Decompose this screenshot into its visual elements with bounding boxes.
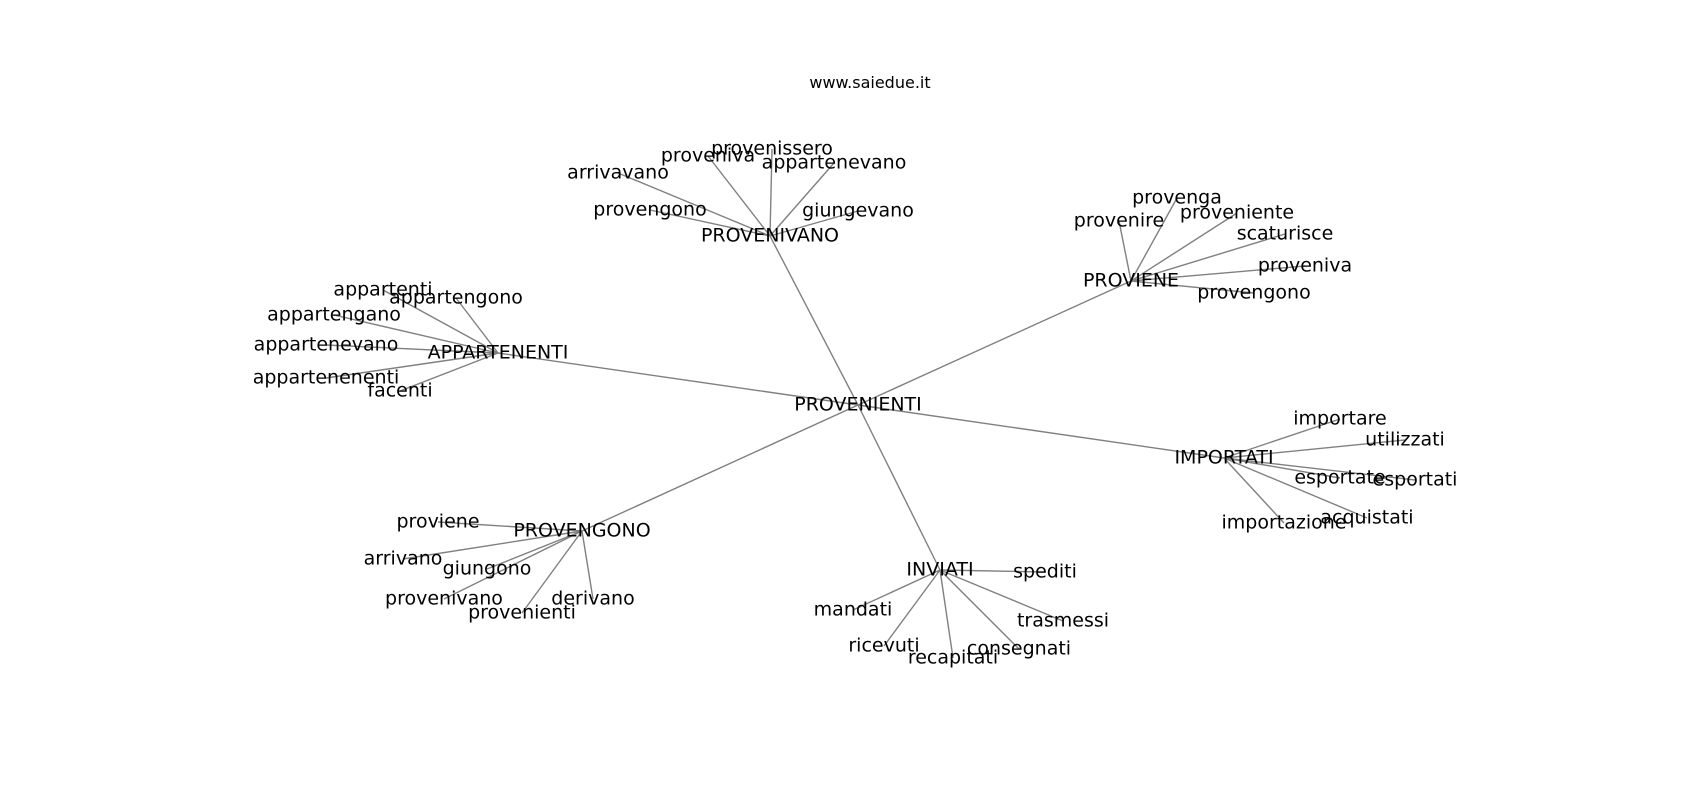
leaf-node-label: proveniva — [1258, 255, 1352, 277]
edge-hub-to-leaf — [1130, 265, 1306, 282]
edge-root-to-hub — [857, 404, 1225, 459]
leaf-node-label: trasmessi — [1017, 610, 1109, 632]
edge-root-to-hub — [769, 235, 859, 406]
leaf-node-label: provengono — [1197, 282, 1310, 304]
leaf-node-label: provenissero — [711, 138, 833, 160]
edge-hub-to-leaf — [581, 530, 594, 600]
edge-hub-to-leaf — [402, 530, 583, 560]
leaf-node-label: appartenevano — [762, 152, 907, 174]
edge-hub-to-leaf — [1223, 457, 1416, 481]
leaf-node-label: arrivavano — [567, 162, 669, 184]
edge-hub-to-leaf — [325, 344, 499, 354]
leaf-node-label: acquistati — [1320, 507, 1413, 529]
hub-node-label: PROVENGONO — [513, 520, 650, 542]
edge-hub-to-leaf — [883, 569, 941, 647]
edge-hub-to-leaf — [649, 209, 771, 237]
edge-hub-to-leaf — [769, 210, 859, 237]
edge-hub-to-leaf — [1223, 439, 1406, 459]
leaf-node-label: provengono — [593, 199, 706, 221]
edge-hub-to-leaf — [437, 521, 583, 532]
edge-root-to-hub — [497, 352, 859, 406]
edge-hub-to-leaf — [333, 314, 499, 354]
root-node-label: PROVENIENTI — [794, 394, 922, 416]
hub-node-label: PROVENIVANO — [701, 225, 839, 247]
leaf-node-label: giungevano — [802, 200, 914, 222]
leaf-node-label: appartenenenti — [253, 367, 400, 389]
leaf-node-label: esportati — [1373, 469, 1458, 491]
edge-hub-to-leaf — [1223, 457, 1285, 524]
edge-hub-to-leaf — [1130, 233, 1286, 282]
leaf-node-label: derivano — [551, 588, 634, 610]
leaf-node-label: facenti — [367, 380, 432, 402]
leaf-node-label: provenire — [1074, 210, 1164, 232]
graph-labels: www.saiedue.it PROVENIENTI PROVENIVANO pro… — [253, 73, 1458, 669]
leaf-node-label: proviene — [396, 511, 479, 533]
edge-hub-to-leaf — [1130, 280, 1255, 294]
leaf-node-label: spediti — [1013, 561, 1077, 583]
site-title: www.saiedue.it — [809, 73, 930, 92]
graph-edges — [325, 148, 1416, 659]
leaf-node-label: esportate — [1294, 467, 1385, 489]
edge-hub-to-leaf — [1223, 457, 1368, 519]
edge-hub-to-leaf — [382, 289, 499, 354]
hub-node-label: PROVIENE — [1083, 270, 1179, 292]
leaf-node-label: provenivano — [385, 588, 503, 610]
hub-node-label: IMPORTATI — [1174, 447, 1273, 469]
edge-hub-to-leaf — [769, 162, 835, 237]
edge-hub-to-leaf — [1118, 220, 1132, 282]
hub-node-label: APPARTENENTI — [428, 342, 569, 364]
edge-hub-to-leaf — [486, 530, 583, 570]
leaf-node-label: appartengano — [267, 304, 401, 326]
leaf-node-label: utilizzati — [1365, 429, 1445, 451]
leaf-node-label: importazione — [1222, 512, 1347, 534]
edge-hub-to-leaf — [443, 530, 583, 600]
leaf-node-label: giungono — [443, 558, 532, 580]
edge-hub-to-leaf — [939, 569, 1064, 622]
leaf-node-label: proveniente — [1180, 202, 1294, 224]
edge-hub-to-leaf — [939, 569, 1046, 573]
edge-hub-to-leaf — [939, 569, 1020, 650]
edge-root-to-hub — [581, 404, 859, 532]
leaf-node-label: appartengono — [389, 287, 523, 309]
edge-hub-to-leaf — [1130, 197, 1178, 282]
leaf-node-label: proveniva — [661, 145, 755, 167]
edge-hub-to-leaf — [1130, 212, 1238, 282]
leaf-node-label: recapitati — [908, 647, 998, 669]
edge-hub-to-leaf — [399, 352, 499, 392]
edge-hub-to-leaf — [1223, 418, 1341, 459]
leaf-node-label: appartenevano — [254, 334, 399, 356]
leaf-node-label: consegnati — [967, 638, 1071, 660]
edge-hub-to-leaf — [939, 569, 954, 659]
edge-root-to-hub — [857, 280, 1132, 406]
edge-hub-to-leaf — [1223, 457, 1341, 479]
edge-hub-to-leaf — [617, 172, 771, 237]
edge-root-to-hub — [857, 404, 941, 571]
edge-hub-to-leaf — [852, 569, 941, 611]
edge-hub-to-leaf — [455, 297, 499, 354]
leaf-node-label: arrivano — [364, 548, 443, 570]
hub-node-label: INVIATI — [906, 559, 973, 581]
leaf-node-label: importare — [1293, 408, 1386, 430]
edge-hub-to-leaf — [325, 352, 499, 379]
leaf-node-label: appartenti — [333, 279, 432, 301]
edge-hub-to-leaf — [769, 148, 773, 237]
leaf-node-label: scaturisce — [1237, 223, 1334, 245]
leaf-node-label: provenga — [1132, 187, 1222, 209]
leaf-node-label: provenienti — [468, 602, 576, 624]
edge-hub-to-leaf — [707, 155, 771, 237]
leaf-node-label: mandati — [814, 599, 893, 621]
leaf-node-label: ricevuti — [848, 635, 919, 657]
edge-hub-to-leaf — [521, 530, 583, 614]
